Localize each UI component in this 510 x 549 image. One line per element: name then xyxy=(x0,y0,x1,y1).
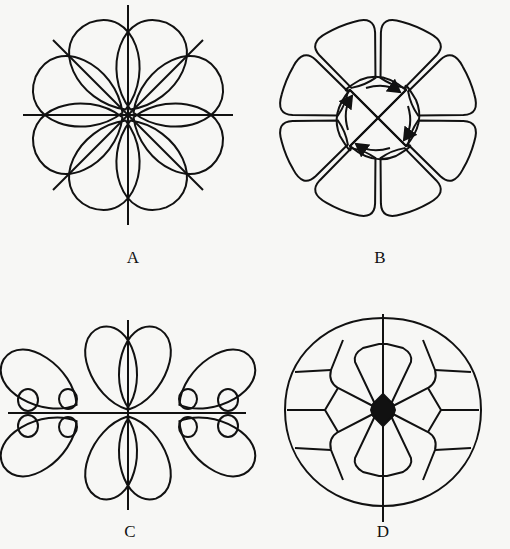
panel-label: C xyxy=(124,522,135,542)
panel-label: A xyxy=(127,248,139,268)
panel-label: D xyxy=(377,522,389,542)
panel-label: B xyxy=(374,248,385,268)
